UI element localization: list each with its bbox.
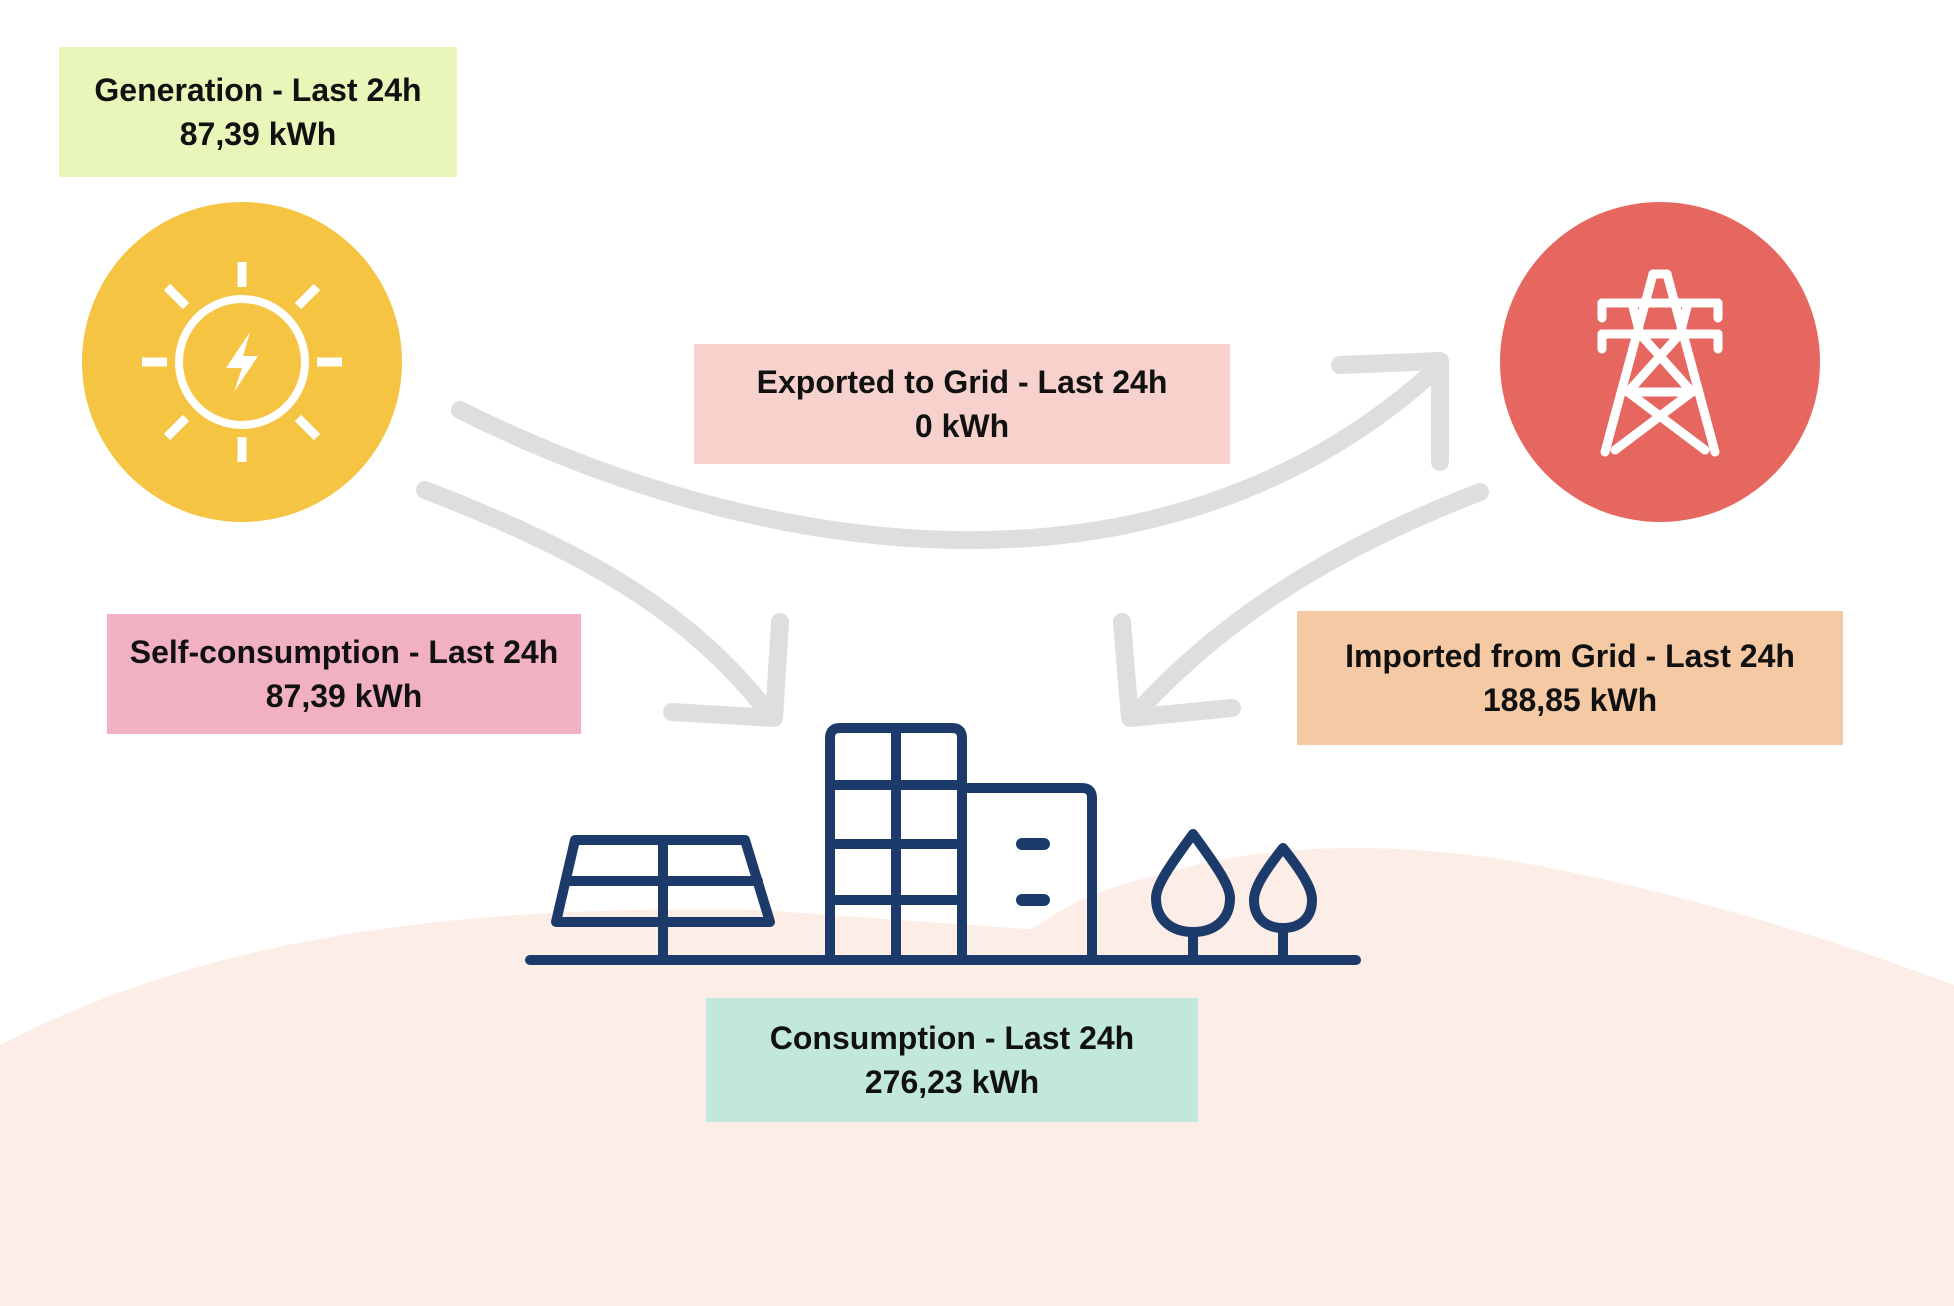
exported-title: Exported to Grid - Last 24h bbox=[756, 364, 1168, 400]
consumption-label-box: Consumption - Last 24h 276,23 kWh bbox=[706, 998, 1198, 1122]
sun-with-lightning-icon bbox=[82, 202, 402, 522]
lightning-bolt-icon bbox=[226, 332, 258, 392]
self-consumption-title: Self-consumption - Last 24h bbox=[129, 634, 559, 670]
consumption-title: Consumption - Last 24h bbox=[769, 1020, 1135, 1056]
generation-value: 87,39 kWh bbox=[179, 116, 337, 152]
exported-label-box: Exported to Grid - Last 24h 0 kWh bbox=[694, 344, 1230, 464]
transmission-tower-icon bbox=[1500, 202, 1820, 522]
imported-value: 188,85 kWh bbox=[1482, 682, 1658, 718]
self-consumption-label-box: Self-consumption - Last 24h 87,39 kWh bbox=[107, 614, 581, 734]
import-arrow bbox=[1124, 483, 1489, 726]
exported-value: 0 kWh bbox=[914, 408, 1010, 444]
self-consumption-arrowhead bbox=[663, 613, 789, 727]
generation-title: Generation - Last 24h bbox=[94, 72, 422, 108]
sun-rays bbox=[142, 262, 342, 462]
tower-lines bbox=[1597, 269, 1723, 457]
imported-title: Imported from Grid - Last 24h bbox=[1345, 638, 1795, 674]
import-arrowhead bbox=[1113, 613, 1241, 727]
self-consumption-arrow bbox=[416, 481, 779, 724]
export-arrow bbox=[451, 361, 1444, 549]
imported-label-box: Imported from Grid - Last 24h 188,85 kWh bbox=[1297, 611, 1843, 745]
consumption-value: 276,23 kWh bbox=[864, 1064, 1040, 1100]
self-consumption-value: 87,39 kWh bbox=[265, 678, 423, 714]
sun-ring bbox=[175, 295, 309, 429]
export-arrowhead bbox=[1331, 352, 1449, 471]
solar-panel-building-trees-icon bbox=[525, 723, 1361, 965]
building-annex bbox=[957, 783, 1097, 965]
solar-panel-icon bbox=[551, 835, 775, 927]
flow-arrows bbox=[416, 352, 1489, 727]
generation-label-box: Generation - Last 24h 87,39 kWh bbox=[59, 47, 457, 177]
